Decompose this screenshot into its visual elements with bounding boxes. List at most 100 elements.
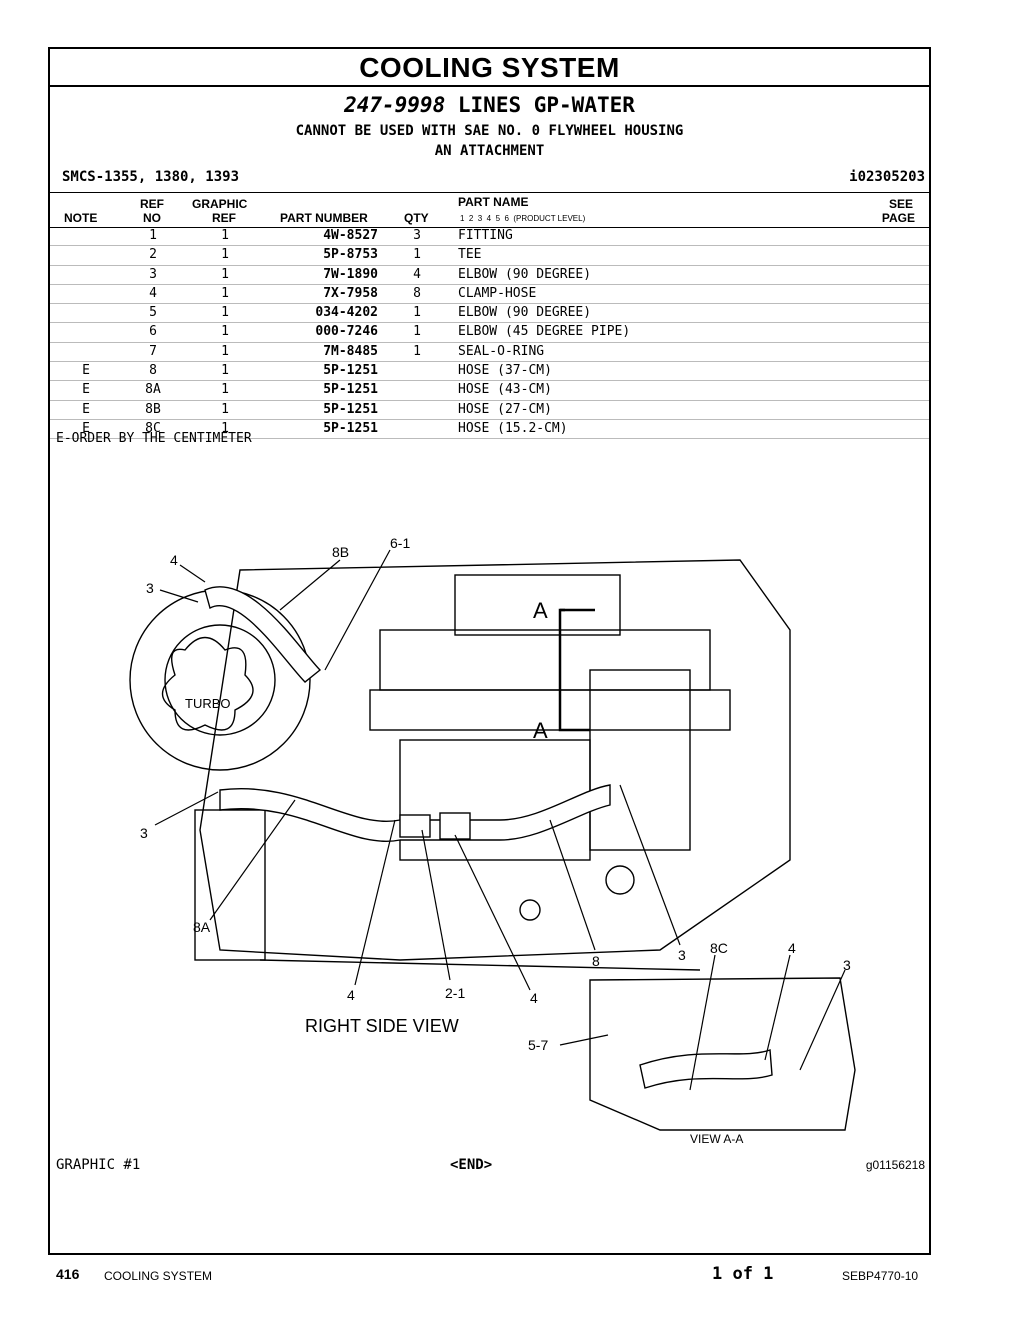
row-ref: 6: [149, 324, 157, 340]
page-number: 416: [56, 1266, 80, 1282]
header-note: NOTE: [64, 211, 98, 225]
callout-label: 8: [592, 953, 600, 969]
pagination: 1 of 1: [712, 1264, 774, 1284]
table-row: 1 1 4W-8527 3 FITTING: [50, 227, 929, 247]
table-row: 7 1 7M-8485 1 SEAL-O-RING: [50, 343, 929, 363]
table-row: 5 1 034-4202 1 ELBOW (90 DEGREE): [50, 304, 929, 324]
row-part-name: TEE: [458, 247, 482, 263]
row-part-number[interactable]: 5P-8753: [323, 247, 378, 263]
row-graphic: 1: [221, 382, 229, 398]
engine-illustration: 4 8B 6-1 3 TURBO A A 3 8A 4 2-1 4 8 3 8C…: [129, 535, 856, 1146]
callout-label: 4: [347, 987, 355, 1003]
row-part-name: FITTING: [458, 228, 513, 243]
table-row: 6 1 000-7246 1 ELBOW (45 DEGREE PIPE): [50, 323, 929, 343]
section-label: A: [533, 718, 548, 743]
row-part-name: CLAMP-HOSE: [458, 285, 537, 301]
row-part-number[interactable]: 7W-1890: [323, 266, 378, 282]
table-row: E 8C 1 5P-1251 HOSE (15.2-CM): [50, 420, 929, 440]
row-part-number[interactable]: 7X-7958: [323, 285, 378, 301]
row-qty: 1: [413, 324, 421, 340]
graphic-id: g01156218: [865, 1158, 925, 1172]
hose-drawing: [204, 586, 773, 1089]
row-part-name: HOSE (15.2-CM): [458, 420, 568, 436]
callout-label: 4: [170, 552, 178, 568]
group-number: 247-9998: [344, 93, 446, 117]
row-part-number[interactable]: 5P-1251: [323, 401, 378, 417]
page-frame: COOLING SYSTEM 247-9998 LINES GP-WATER C…: [48, 47, 931, 1255]
row-graphic: 1: [221, 285, 229, 301]
row-qty: 1: [413, 343, 421, 359]
row-graphic: 1: [221, 324, 229, 340]
group-name: LINES GP-WATER: [457, 93, 635, 117]
header-part-name: PART NAME: [458, 195, 529, 209]
subtitle-1: CANNOT BE USED WITH SAE NO. 0 FLYWHEEL H…: [295, 123, 684, 139]
callout-label: 3: [678, 947, 686, 963]
callout-label: 4: [530, 990, 538, 1006]
row-part-name: ELBOW (90 DEGREE): [458, 305, 592, 321]
row-part-name: SEAL-O-RING: [458, 343, 545, 359]
row-ref: 8: [149, 363, 157, 379]
header-part-number: PART NUMBER: [280, 211, 368, 225]
group-title: 247-9998 LINES GP-WATER: [50, 93, 929, 117]
row-part-number[interactable]: 5P-1251: [323, 420, 378, 436]
header-product-levels: 1 2 3 4 5 6 (PRODUCT LEVEL): [460, 214, 586, 223]
end-marker: <END>: [450, 1157, 493, 1173]
row-note: E: [82, 382, 90, 398]
document-id: SEBP4770-10: [842, 1269, 919, 1283]
row-note: E: [82, 363, 90, 379]
row-part-name: HOSE (27-CM): [458, 401, 552, 417]
row-part-number[interactable]: 034-4202: [315, 305, 378, 321]
row-qty: 3: [413, 228, 421, 243]
callout-label: 6-1: [390, 535, 410, 551]
callout-label: 8B: [332, 544, 349, 560]
header-see-bottom: PAGE: [881, 211, 915, 225]
callout-label: 2-1: [445, 985, 465, 1001]
row-part-number[interactable]: 000-7246: [315, 324, 378, 340]
callout-labels: 4 8B 6-1 3 TURBO A A 3 8A 4 2-1 4 8 3 8C…: [140, 535, 851, 1146]
detail-view-label: VIEW A-A: [690, 1132, 743, 1146]
table-row: E 8 1 5P-1251 HOSE (37-CM): [50, 362, 929, 382]
section-arrow: [558, 608, 595, 732]
row-part-name: ELBOW (90 DEGREE): [458, 266, 592, 282]
row-graphic: 1: [221, 247, 229, 263]
row-qty: 1: [413, 247, 421, 263]
table-row: 2 1 5P-8753 1 TEE: [50, 246, 929, 266]
graphic-label: GRAPHIC #1: [56, 1157, 141, 1173]
row-graphic: 1: [221, 228, 229, 243]
header-graphic-top: GRAPHIC: [192, 197, 248, 211]
row-part-name: HOSE (43-CM): [458, 382, 552, 398]
section-label: A: [533, 598, 548, 623]
row-graphic: 1: [221, 305, 229, 321]
subtitle-2: AN ATTACHMENT: [434, 143, 545, 159]
view-label: RIGHT SIDE VIEW: [305, 1016, 459, 1036]
parts-table: 1 1 4W-8527 3 FITTING 2 1 5P-8753 1 TEE …: [50, 227, 929, 440]
row-graphic: 1: [221, 266, 229, 282]
row-ref: 8C: [145, 420, 161, 436]
header-ref-bottom: NO: [143, 211, 161, 225]
callout-label: 5-7: [528, 1037, 548, 1053]
callout-label: 3: [140, 825, 148, 841]
row-graphic: 1: [221, 343, 229, 359]
row-note: E: [82, 420, 90, 436]
row-qty: 4: [413, 266, 421, 282]
row-ref: 2: [149, 247, 157, 263]
row-note: E: [82, 401, 90, 417]
row-part-number[interactable]: 5P-1251: [323, 382, 378, 398]
smcs-codes: SMCS-1355, 1380, 1393: [62, 169, 240, 185]
row-part-number[interactable]: 5P-1251: [323, 363, 378, 379]
leader-lines: [154, 549, 846, 1091]
row-part-name: ELBOW (45 DEGREE PIPE): [458, 324, 631, 340]
table-row: E 8A 1 5P-1251 HOSE (43-CM): [50, 381, 929, 401]
detail-view-outline: [589, 977, 856, 1131]
callout-label: 4: [788, 940, 796, 956]
row-part-number[interactable]: 4W-8527: [323, 228, 378, 243]
table-row: 4 1 7X-7958 8 CLAMP-HOSE: [50, 285, 929, 305]
row-ref: 7: [149, 343, 157, 359]
info-id: i02305203: [849, 169, 925, 185]
table-header: NOTE REF NO GRAPHIC REF PART NUMBER QTY …: [50, 192, 929, 228]
row-qty: 1: [413, 305, 421, 321]
row-part-name: HOSE (37-CM): [458, 363, 552, 379]
footer-section: COOLING SYSTEM: [104, 1269, 213, 1283]
row-part-number[interactable]: 7M-8485: [323, 343, 378, 359]
header-see-top: SEE: [888, 197, 913, 211]
